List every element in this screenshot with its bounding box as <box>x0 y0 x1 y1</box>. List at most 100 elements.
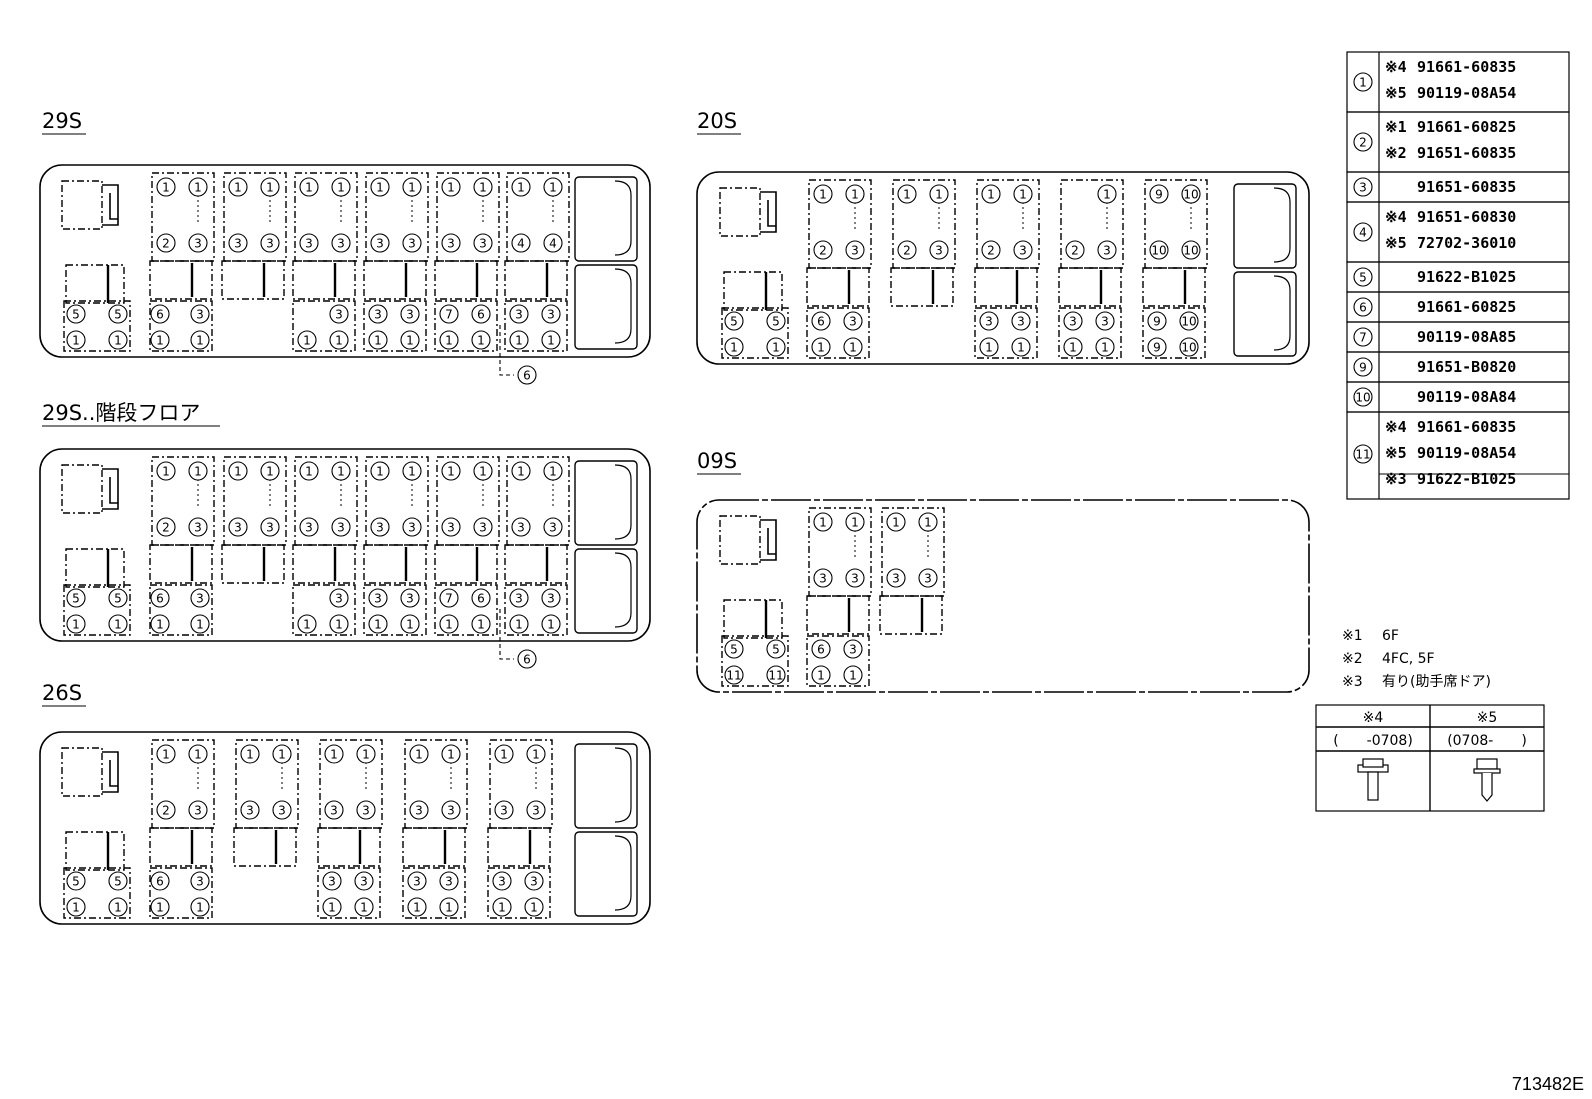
seat-base <box>149 584 213 636</box>
seat-box <box>292 260 356 300</box>
bolt-marker: 1 <box>1011 337 1031 357</box>
bolt-circle-icon <box>473 177 493 197</box>
seat-box <box>879 595 943 635</box>
bolt-number: 1 <box>72 334 80 348</box>
bolt-circle-icon <box>190 330 210 350</box>
bolt-number: 1 <box>849 341 857 355</box>
bolt-number: 1 <box>1017 341 1025 355</box>
bolt-marker: 1 <box>811 337 831 357</box>
bolt-circle-icon <box>918 512 938 532</box>
bolt-number: 4 <box>1359 226 1367 240</box>
bolt-circle-icon <box>843 665 863 685</box>
bolt-number: 1 <box>1101 341 1109 355</box>
bolt-marker: 1 <box>845 512 865 532</box>
part-number: 91661-60835 <box>1417 418 1516 436</box>
bolt-circle-icon <box>509 304 529 324</box>
bolt-number: 5 <box>72 308 80 322</box>
bolt-marker: 3 <box>400 304 420 324</box>
bolt-circle-icon <box>260 461 280 481</box>
bolt-circle-icon <box>190 304 210 324</box>
bolt-marker: 1 <box>813 512 833 532</box>
bolt-circle-icon <box>543 177 563 197</box>
part-condition: ※2 <box>1385 144 1407 162</box>
bolt-circle-icon <box>1353 297 1373 317</box>
bolt-circle-icon <box>188 177 208 197</box>
bolt-marker: 3 <box>299 517 319 537</box>
bolt-circle-icon <box>766 639 786 659</box>
bolt-marker: 1 <box>108 330 128 350</box>
bolt-number: 3 <box>547 592 555 606</box>
front-step <box>723 271 783 311</box>
bolt-marker: 3 <box>1011 311 1031 331</box>
bolt-circle-icon <box>190 871 210 891</box>
bolt-number: 2 <box>819 244 827 258</box>
bolt-circle-icon <box>845 240 865 260</box>
bolt-number: 1 <box>266 181 274 195</box>
bolt-number: 1 <box>278 748 286 762</box>
bolt-marker: 1 <box>240 744 260 764</box>
bolt-number: 1 <box>413 901 421 915</box>
bolt-circle-icon <box>297 330 317 350</box>
bolt-marker: 3 <box>370 233 390 253</box>
bus-outline <box>39 731 651 925</box>
bolt-marker: 1 <box>441 461 461 481</box>
bolt-marker: 3 <box>929 240 949 260</box>
seat-box <box>1058 267 1122 307</box>
bolt-circle-icon <box>370 233 390 253</box>
bolt-circle-icon <box>260 177 280 197</box>
bolt-number: 1 <box>479 181 487 195</box>
bolt-number: 3 <box>194 521 202 535</box>
bolt-marker: 3 <box>188 233 208 253</box>
bolt-marker: 7 <box>439 588 459 608</box>
bolt-number: 1 <box>303 618 311 632</box>
bolt-circle-icon <box>541 330 561 350</box>
bolt-circle-icon <box>471 304 491 324</box>
bolt-number: 1 <box>445 334 453 348</box>
bolt-number: 1 <box>72 901 80 915</box>
bolt-circle-icon <box>331 233 351 253</box>
bolt-marker: 2 <box>156 233 176 253</box>
bolt-marker: 11 <box>724 665 744 685</box>
part-number: 91622-B1025 <box>1417 268 1516 286</box>
bolt-number: 5 <box>114 592 122 606</box>
bolt-circle-icon <box>843 337 863 357</box>
bolt-circle-icon <box>441 517 461 537</box>
bolt-marker: 1 <box>979 337 999 357</box>
bolt-circle-icon <box>1181 184 1201 204</box>
driver-seat <box>61 180 103 230</box>
bolt-number: 9 <box>1153 315 1161 329</box>
part-condition: ※5 <box>1385 234 1407 252</box>
bolt-number: 9 <box>1359 361 1367 375</box>
bolt-circle-icon <box>724 311 744 331</box>
bolt-number: 6 <box>1359 301 1367 315</box>
bolt-number: 3 <box>547 308 555 322</box>
bolt-marker: 3 <box>228 517 248 537</box>
bolt-number: 1 <box>1019 188 1027 202</box>
rear-seat-upper <box>574 743 638 829</box>
bolt-marker: 4 <box>511 233 531 253</box>
bolt-number: 5 <box>772 643 780 657</box>
bolt-circle-icon <box>511 517 531 537</box>
bolt-number: 1 <box>162 748 170 762</box>
driver-seat <box>61 747 103 797</box>
bolt-circle-icon <box>1179 337 1199 357</box>
bolt-marker: 3 <box>845 240 865 260</box>
bolt-circle-icon <box>190 614 210 634</box>
bolt-marker: 3 <box>260 233 280 253</box>
bolt-marker: 5 <box>108 304 128 324</box>
bolt-circle-icon <box>1097 240 1117 260</box>
bolt-marker: 1 <box>297 614 317 634</box>
bolt-circle-icon <box>473 517 493 537</box>
bolt-circle-icon <box>150 871 170 891</box>
bolt-number: 3 <box>376 237 384 251</box>
bolt-marker: 3 <box>541 304 561 324</box>
bolt-marker: 3 <box>509 588 529 608</box>
bolt-circle-icon <box>322 871 342 891</box>
